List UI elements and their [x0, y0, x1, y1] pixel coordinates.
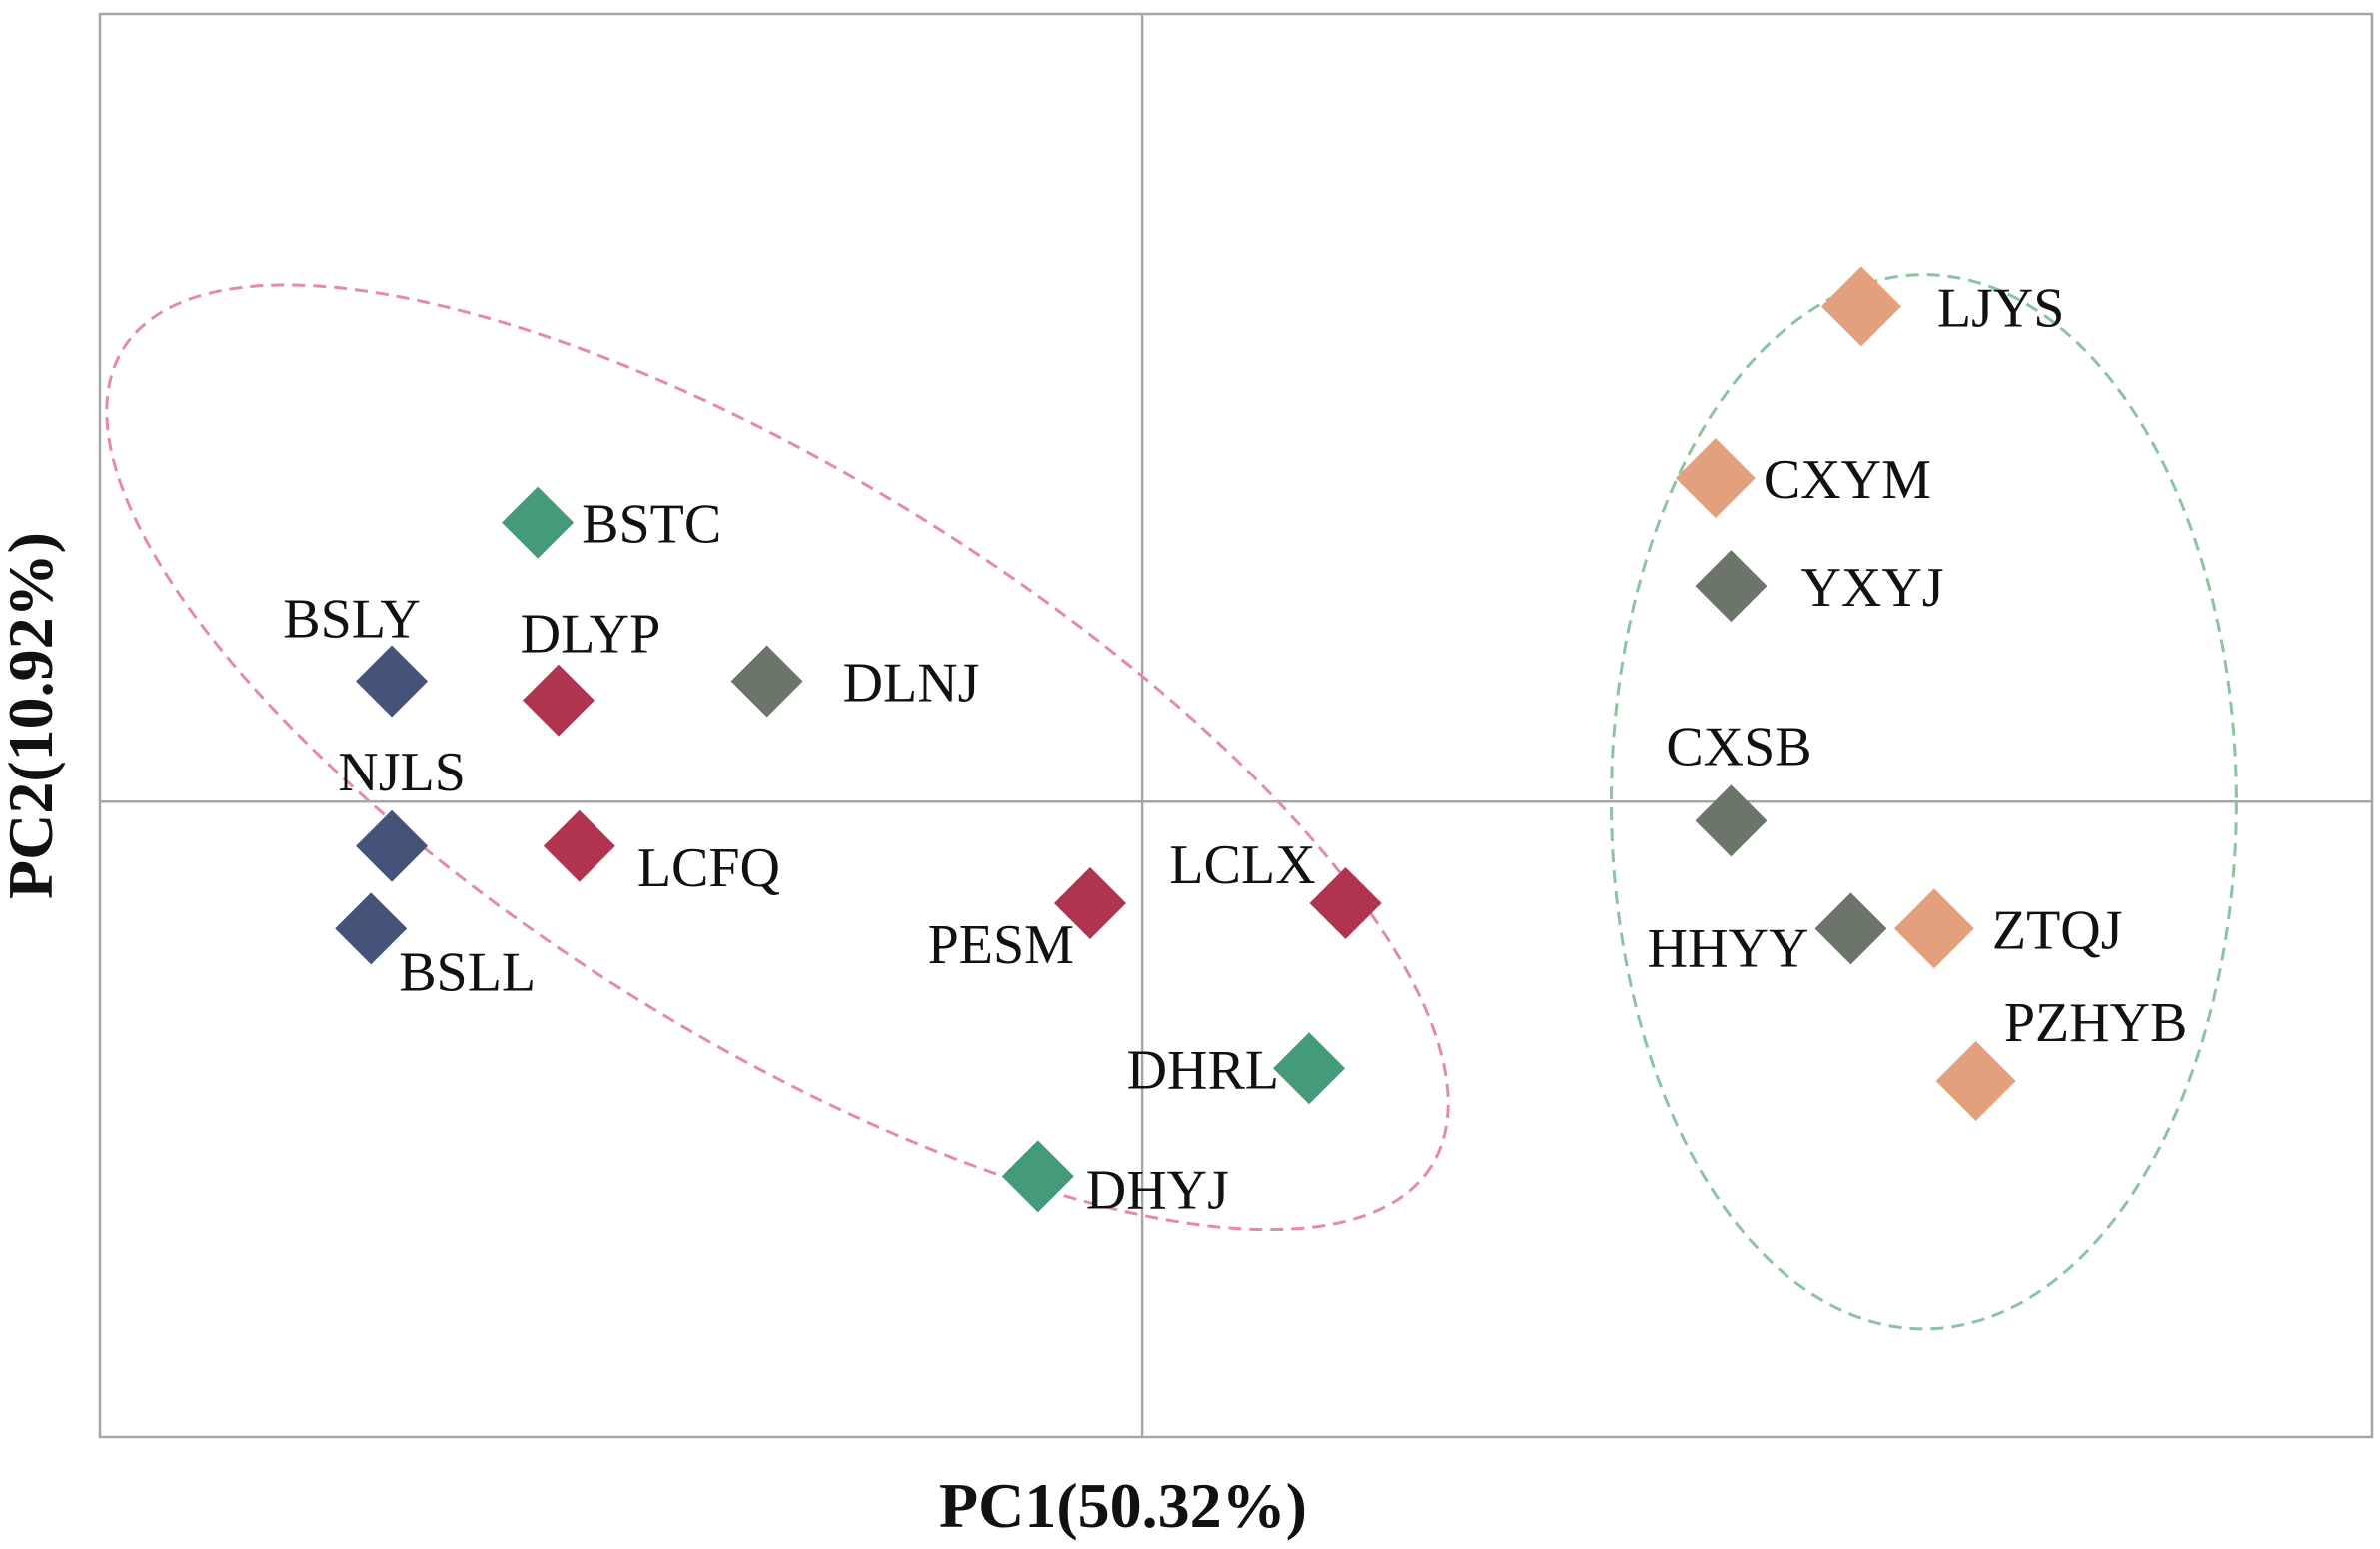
point-label-bsly: BSLY — [283, 589, 421, 651]
point-marker-cxsb — [1695, 784, 1768, 857]
point-label-pzhyb: PZHYB — [2004, 992, 2188, 1054]
plot-frame — [98, 12, 2374, 1439]
point-marker-dhrl — [1273, 1032, 1346, 1105]
point-marker-ljys — [1820, 266, 1901, 347]
point-marker-bsly — [356, 645, 429, 718]
point-label-dlnj: DLNJ — [843, 653, 980, 715]
point-label-cxsb: CXSB — [1666, 716, 1811, 777]
point-label-yxyj: YXYJ — [1800, 557, 1943, 619]
point-label-pesm: PESM — [928, 914, 1074, 976]
point-label-ztqj: ZTQJ — [1992, 899, 2123, 961]
point-label-lcfq: LCFQ — [637, 837, 780, 899]
point-marker-ztqj — [1893, 888, 1974, 969]
data-points — [335, 266, 2016, 1213]
point-label-lclx: LCLX — [1169, 834, 1315, 896]
point-marker-njls — [356, 809, 429, 882]
point-marker-lcfq — [543, 809, 615, 882]
point-marker-dlnj — [730, 645, 803, 718]
cluster-ellipse-2 — [1610, 273, 2238, 1331]
point-marker-cxym — [1675, 438, 1756, 519]
point-label-bstc: BSTC — [582, 494, 721, 556]
point-label-cxym: CXYM — [1764, 449, 1931, 511]
point-marker-pesm — [1053, 867, 1126, 939]
point-label-dhyj: DHYJ — [1086, 1159, 1229, 1221]
x-axis-title: PC1(50.32%) — [939, 1470, 1307, 1541]
point-label-njls: NJLS — [338, 742, 466, 803]
point-label-hhyy: HHYY — [1648, 917, 1809, 979]
point-label-dhrl: DHRL — [1127, 1039, 1279, 1101]
point-marker-dhyj — [1001, 1140, 1074, 1213]
point-label-ljys: LJYS — [1937, 277, 2065, 339]
point-marker-bsll — [335, 892, 408, 965]
cluster-ellipse-1 — [105, 283, 1450, 1232]
point-marker-dlyp — [522, 664, 595, 737]
point-marker-lclx — [1309, 867, 1382, 939]
point-marker-hhyy — [1814, 892, 1887, 965]
y-axis-title: PC2(10.92%) — [0, 532, 66, 899]
point-label-dlyp: DLYP — [521, 604, 661, 666]
cluster-ellipses — [105, 273, 2238, 1331]
point-marker-pzhyb — [1935, 1041, 2016, 1121]
point-marker-bstc — [502, 486, 575, 559]
point-label-bsll: BSLL — [399, 941, 536, 1003]
point-labels: BSTC BSLY DLYP DLNJ NJLS LCFQ BSLL PESM LCLX DHRL… — [283, 277, 2187, 1221]
point-marker-yxyj — [1695, 550, 1768, 623]
